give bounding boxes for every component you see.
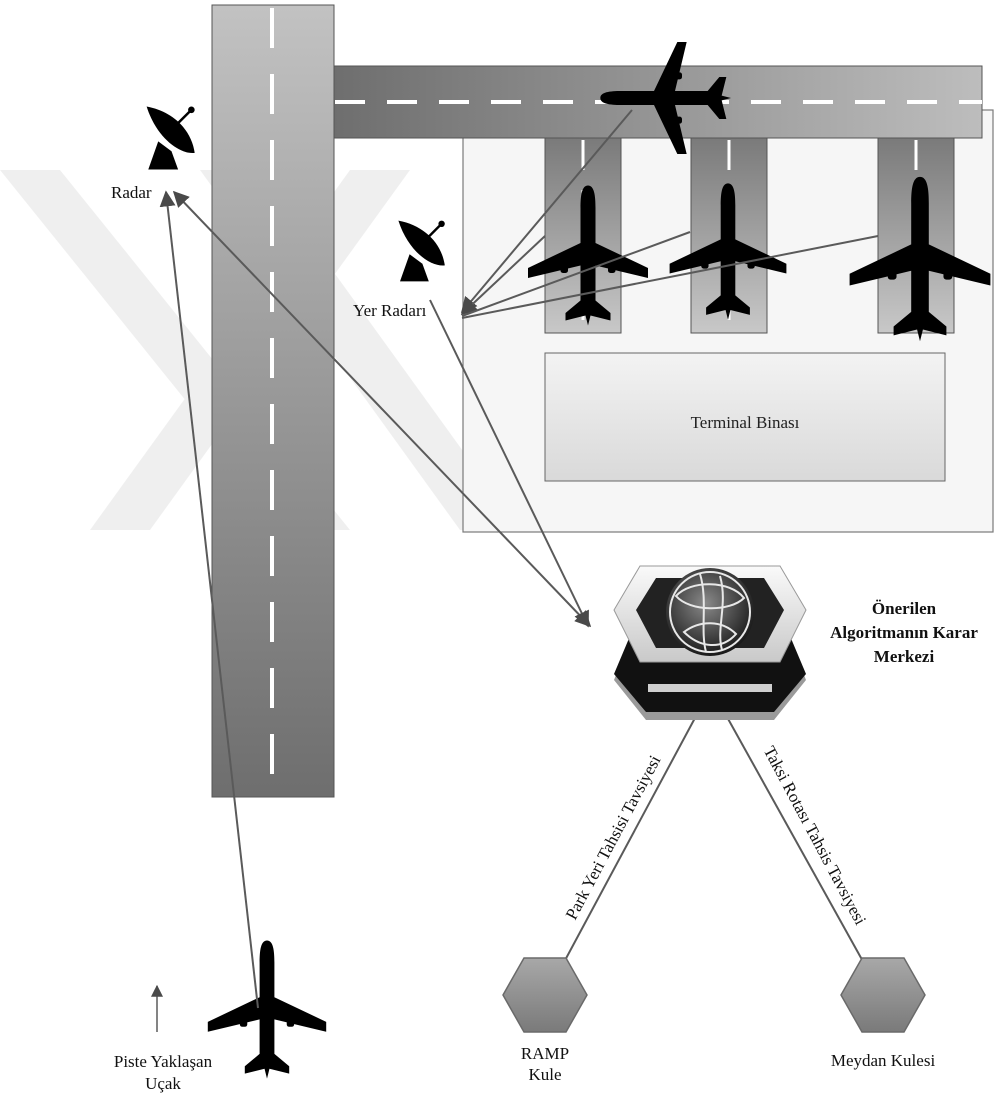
field-tower-icon (840, 957, 926, 1033)
decision-center-label-line-2: Algoritmanın Karar (830, 623, 978, 642)
ramp-tower-icon (502, 957, 588, 1033)
approaching-aircraft-label-line-1: Piste Yaklaşan (114, 1052, 213, 1071)
arrow-center-to-field-tower (711, 689, 881, 994)
radar-dish-icon (145, 105, 196, 171)
terminal-label: Terminal Binası (691, 413, 800, 432)
data-flow-arrows (159, 109, 881, 1009)
terminal-building (544, 352, 946, 482)
arrow-radar-to-center (172, 190, 592, 628)
ramp-tower-label-line-2: Kule (528, 1065, 561, 1084)
decision-center-label-line-1: Önerilen (872, 599, 937, 618)
ground-radar-label: Yer Radarı (353, 301, 427, 320)
arrow-stand3-to-ground-radar (461, 235, 879, 319)
taxi-recommendation-label: Taksi Rotası Tahsis Tavsiyesi (760, 743, 870, 928)
ramp-tower-label-line-1: RAMP (521, 1044, 569, 1063)
park-recommendation-label: Park Yeri Tahsisi Tavsiyesi (562, 752, 665, 923)
field-tower-label: Meydan Kulesi (831, 1051, 936, 1070)
approaching-aircraft (207, 940, 327, 1079)
radar-label: Radar (111, 183, 152, 202)
arrow-taxi-aircraft-to-ground-radar (460, 109, 633, 314)
decision-center-label-line-3: Merkezi (874, 647, 935, 666)
parking-stands (544, 137, 955, 334)
approaching-aircraft-label-line-2: Uçak (145, 1074, 181, 1093)
decision-center-icon (613, 565, 807, 720)
ground-radar-dish-icon (397, 219, 447, 283)
arrow-ground-radar-to-center (429, 299, 589, 628)
arrow-center-to-ramp (547, 689, 711, 994)
arrow-stand2-to-ground-radar (461, 231, 691, 317)
arrow-stand1-to-ground-radar (460, 235, 546, 316)
